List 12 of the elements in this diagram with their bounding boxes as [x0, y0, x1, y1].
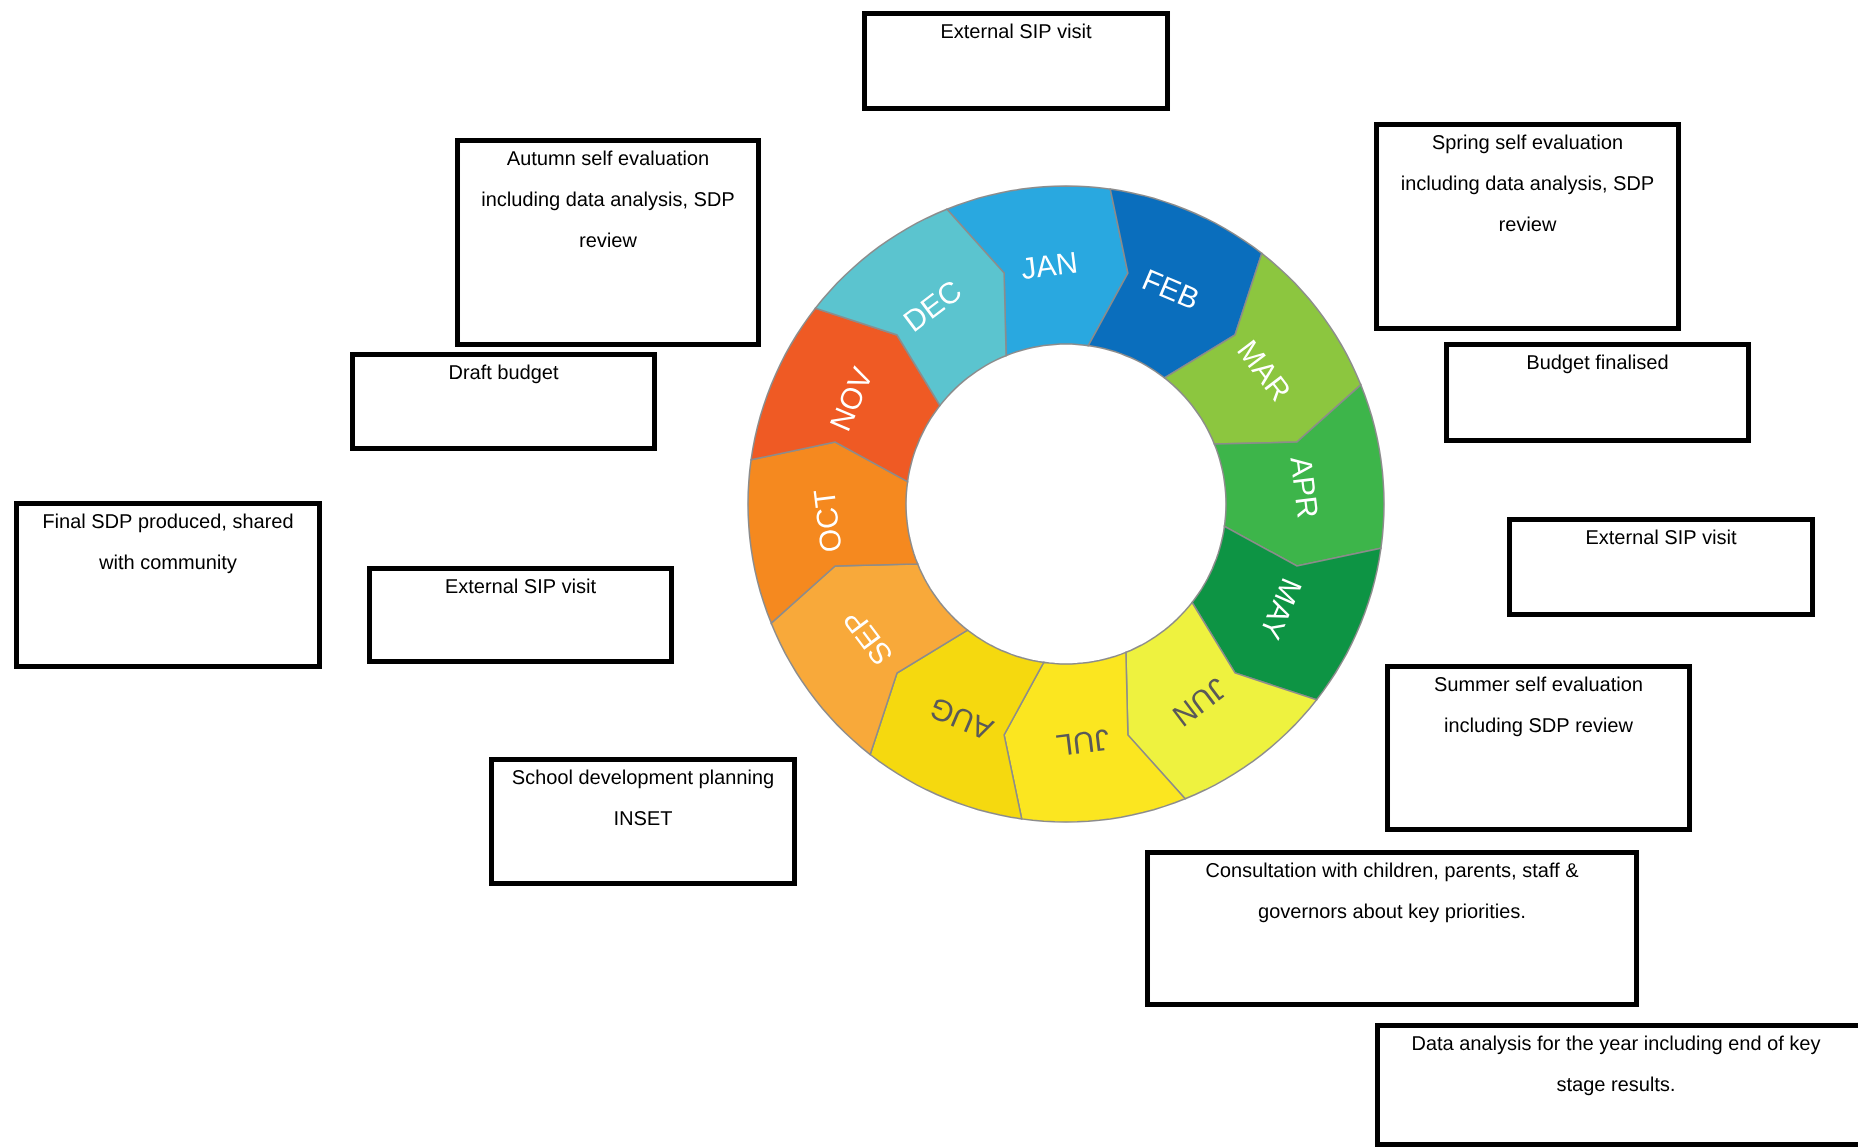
- text-box: Data analysis for the year including end of key stage results.: [1375, 1023, 1858, 1147]
- text-box: Budget finalised: [1444, 342, 1751, 443]
- text-box: External SIP visit: [1507, 517, 1815, 617]
- text-box: Autumn self evaluation including data analysis, SDP review: [455, 138, 761, 347]
- text-box: Consultation with children, parents, staff & governors about key priorities.: [1145, 850, 1639, 1007]
- text-box: Final SDP produced, shared with community: [14, 501, 322, 669]
- text-box: External SIP visit: [367, 566, 674, 664]
- text-box: External SIP visit: [862, 11, 1170, 111]
- text-box: Summer self evaluation including SDP review: [1385, 664, 1692, 832]
- text-box: Spring self evaluation including data analysis, SDP review: [1374, 122, 1681, 331]
- text-box: School development planning INSET: [489, 757, 797, 886]
- text-box: Draft budget: [350, 352, 657, 451]
